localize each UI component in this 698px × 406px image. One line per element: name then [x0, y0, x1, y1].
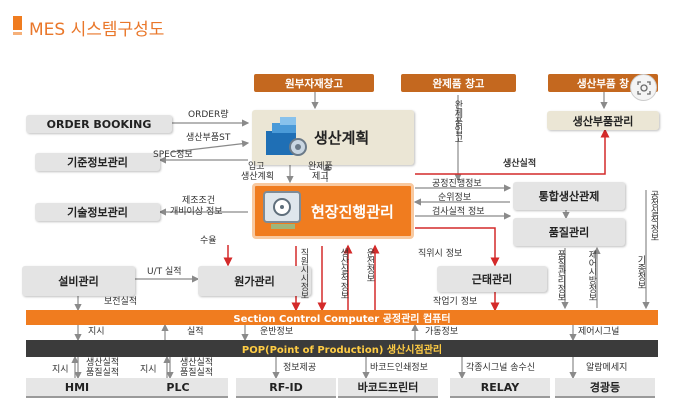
safe-monitor-icon: [263, 191, 301, 229]
label-worker-result: 직원시시정보: [298, 248, 309, 299]
attendance-mgmt-box: 근태관리: [437, 266, 547, 292]
label-work-hours: 작업기 정보: [433, 297, 478, 307]
production-plan-label: 생산계획: [314, 129, 370, 147]
factory-gear-icon: [266, 116, 307, 156]
production-plan-box: 생산계획: [252, 110, 414, 165]
tech-info-box: 기술정보관리: [35, 203, 160, 221]
label-control-info: 제어시방정보: [586, 250, 597, 301]
label-spec-info: SPEC정보: [153, 150, 193, 160]
label-result: 실적: [187, 327, 204, 337]
label-hmi-right-2: 품질실적: [86, 368, 120, 378]
site-progress-box: 현장진행관리: [252, 183, 414, 239]
hmi-box: HMI: [26, 378, 128, 398]
label-control-signal: 제어시그널: [578, 327, 620, 337]
label-operation-info: 운전정보: [364, 248, 375, 282]
rfid-box: RF-ID: [236, 378, 336, 398]
label-manufacture-cond-1: 제조조건: [182, 196, 216, 206]
label-production-perf: 생산실적정보: [338, 248, 349, 299]
label-manufacture-cond-2: 개비이상 정보: [170, 207, 223, 217]
pop-bar: POP(Point of Production) 생산시점관리: [26, 340, 658, 357]
label-directive: 지시: [88, 327, 105, 337]
label-general-info: 기종정보: [635, 255, 646, 289]
label-order-qty: ORDER량: [188, 110, 229, 120]
label-inbound-2: 생산계획: [241, 172, 275, 182]
label-inspection-info: 검사실적 정보: [432, 207, 485, 217]
cost-mgmt-box: 원가관리: [198, 266, 311, 296]
label-plc-left: 지시: [140, 365, 157, 375]
finished-warehouse-box: 완제품 창고: [401, 74, 516, 92]
label-finished-2: 제고: [312, 172, 329, 182]
label-finished-1: 완제품: [308, 162, 333, 172]
scc-bar: Section Control Computer 공정관리 컴퓨터: [26, 310, 658, 325]
relay-box: RELAY: [450, 378, 550, 398]
label-transport-info: 운반정보: [260, 327, 294, 337]
label-hmi-right-1: 생산실적: [86, 358, 120, 368]
plc-box: PLC: [128, 378, 228, 398]
label-barcode-info: 바코드인쇄정보: [370, 363, 428, 373]
label-inbound-1: 입고: [248, 162, 265, 172]
title-marker-underline: [13, 32, 22, 35]
label-production-result: 생산실적: [503, 159, 537, 169]
alarm-box: 경광등: [555, 378, 655, 398]
label-alarm-info: 알람메세지: [586, 363, 628, 373]
label-operation-status: 가동정보: [425, 327, 459, 337]
label-relay-info: 각종시그널 송수신: [466, 363, 536, 373]
page-title: MES 시스템구성도: [29, 20, 165, 40]
label-sequence-info: 순위정보: [438, 193, 472, 203]
quality-mgmt-box: 품질관리: [513, 218, 625, 246]
barcode-printer-box: 바코드프린터: [338, 378, 438, 398]
equipment-mgmt-box: 설비관리: [22, 266, 135, 296]
label-quality-result: 품질관리정보: [555, 250, 566, 301]
label-hmi-left: 지시: [52, 365, 69, 375]
label-maintenance-result: 보전실적: [104, 297, 138, 307]
label-process-result: 공정실적정보: [648, 190, 659, 241]
label-finished-stock: 완제품입고: [452, 100, 463, 143]
title-marker-icon: [13, 16, 22, 30]
label-budget: 수율: [200, 236, 217, 246]
label-plc-right-1: 생산실적: [180, 358, 214, 368]
scan-lens-icon[interactable]: [630, 74, 657, 101]
label-process-progress: 공정진행정보: [432, 179, 482, 189]
label-job-info: 직위시 정보: [418, 249, 463, 259]
label-plc-right-2: 품질실적: [180, 368, 214, 378]
label-parts-st: 생산부품ST: [186, 133, 231, 143]
site-progress-label: 현장진행관리: [311, 202, 394, 221]
label-ut-result: U/T 실적: [147, 267, 182, 277]
integrated-control-box: 통합생산관제: [513, 182, 625, 210]
label-rfid-info: 정보제공: [283, 363, 317, 373]
raw-warehouse-box: 원부자재창고: [254, 74, 374, 92]
parts-mgmt-box: 생산부품관리: [547, 111, 659, 130]
order-booking-box: ORDER BOOKING: [26, 115, 172, 133]
base-info-box: 기준정보관리: [35, 153, 160, 171]
